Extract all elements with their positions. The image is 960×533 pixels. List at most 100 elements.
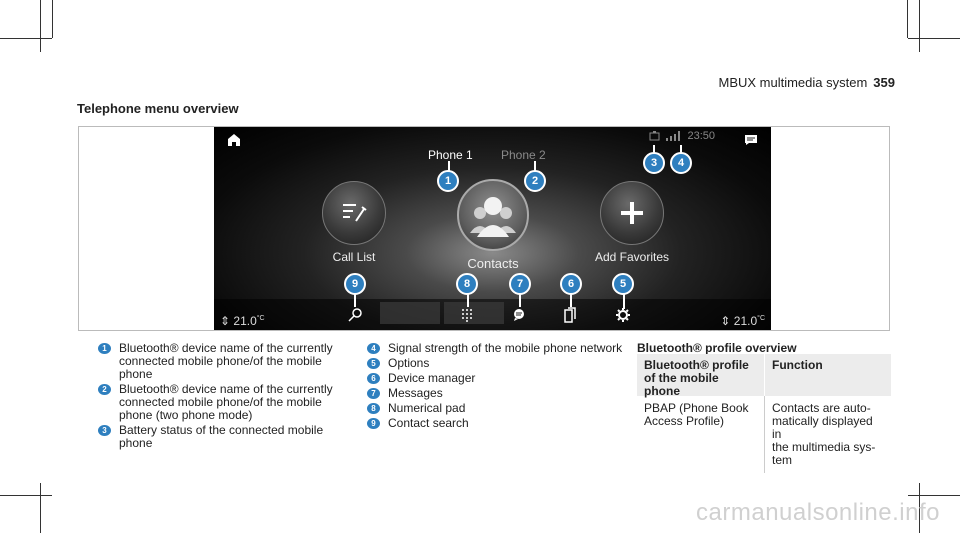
- legend-text: Signal strength of the mobile phone netw…: [388, 341, 623, 355]
- contact-search-button[interactable]: [345, 305, 365, 325]
- tab-phone-2[interactable]: Phone 2: [501, 148, 546, 162]
- status-time: 23:50: [687, 130, 715, 142]
- message-icon: [745, 135, 757, 145]
- device-manager-icon: [564, 307, 576, 323]
- legend-number: 7: [367, 388, 380, 399]
- callout-leader: [570, 293, 572, 307]
- legend-text: Bluetooth® device name of the currently …: [119, 382, 333, 422]
- legend-number: 9: [367, 418, 380, 429]
- tab-phone-1[interactable]: Phone 1: [428, 148, 473, 162]
- header-cell-function: Function: [764, 354, 891, 396]
- legend-item: 9 Contact search: [367, 417, 627, 430]
- watermark: carmanualsonline.info: [696, 499, 940, 526]
- callout-4: 4: [670, 152, 692, 174]
- table-row: PBAP (Phone Book Access Profile) Contact…: [637, 396, 891, 473]
- legend-item: 3 Battery status of the connected mobile …: [98, 424, 338, 450]
- callout-leader: [448, 161, 450, 177]
- plus-icon: [621, 202, 643, 224]
- options-button[interactable]: [613, 305, 633, 325]
- callout-leader: [467, 293, 469, 307]
- bottom-bar-segment: [380, 302, 440, 324]
- crop-mark: [40, 483, 41, 533]
- call-list-icon: [343, 204, 367, 222]
- temperature-left[interactable]: ⇕ 21.0°C: [220, 314, 265, 328]
- legend-number: 1: [98, 343, 111, 354]
- messages-button[interactable]: [509, 305, 529, 325]
- legend-text: Bluetooth® device name of the currently …: [119, 341, 333, 381]
- legend-item: 5 Options: [367, 357, 627, 370]
- legend-text: Device manager: [388, 371, 476, 385]
- callout-leader: [623, 293, 625, 309]
- page-number: 359: [873, 75, 895, 90]
- legend-number: 5: [367, 358, 380, 369]
- add-favorites-label: Add Favorites: [594, 250, 670, 264]
- crop-mark: [0, 38, 52, 39]
- gear-icon: [616, 308, 630, 322]
- legend-item: 8 Numerical pad: [367, 402, 627, 415]
- legend-number: 2: [98, 384, 111, 395]
- status-bar: 23:50: [649, 130, 715, 142]
- legend-text: Battery status of the connected mobile p…: [119, 423, 324, 450]
- callout-1: 1: [437, 170, 459, 192]
- bt-profile-title: Bluetooth® profile overview: [637, 341, 797, 355]
- home-icon: [228, 134, 240, 146]
- temp-left-value: 21.0: [233, 314, 257, 328]
- home-button[interactable]: [220, 130, 248, 150]
- device-manager-button[interactable]: [560, 305, 580, 325]
- cell-profile: PBAP (Phone Book Access Profile): [644, 401, 749, 428]
- legend-item: 7 Messages: [367, 387, 627, 400]
- legend-number: 6: [367, 373, 380, 384]
- callout-8: 8: [456, 273, 478, 295]
- legend-middle: 4 Signal strength of the mobile phone net…: [367, 342, 627, 432]
- header-cell-profile: Bluetooth® profile of the mobile phone: [644, 358, 749, 398]
- contacts-button[interactable]: [457, 179, 529, 251]
- cell-function: Contacts are auto- matically displayed i…: [764, 396, 891, 473]
- crop-mark: [908, 38, 960, 39]
- callout-7: 7: [509, 273, 531, 295]
- messages-shortcut-button[interactable]: [737, 130, 765, 150]
- add-favorites-button[interactable]: [600, 181, 664, 245]
- figure-frame: [78, 126, 890, 331]
- call-list-button[interactable]: [322, 181, 386, 245]
- keypad-icon: [462, 309, 472, 322]
- legend-text: Options: [388, 356, 430, 370]
- callout-leader: [534, 161, 536, 177]
- message-bubble-icon: [514, 309, 524, 321]
- telephone-screen: 23:50 Phone 1 Phone 2 Call List Contacts…: [214, 127, 771, 330]
- search-icon: [348, 308, 362, 322]
- section-title: Telephone menu overview: [77, 101, 239, 116]
- crop-mark: [40, 0, 41, 52]
- callout-2: 2: [524, 170, 546, 192]
- temp-right-value: 21.0: [733, 314, 758, 328]
- temp-unit: °C: [757, 315, 765, 322]
- bottom-bar-segment: [444, 302, 504, 324]
- temp-unit: °C: [256, 315, 265, 322]
- temperature-right[interactable]: ⇕ 21.0°C: [720, 314, 765, 328]
- callout-5: 5: [612, 273, 634, 295]
- battery-icon: [649, 131, 660, 141]
- legend-item: 4 Signal strength of the mobile phone net…: [367, 342, 627, 355]
- legend-number: 4: [367, 343, 380, 354]
- crop-mark: [907, 0, 908, 38]
- legend-text: Contact search: [388, 416, 469, 430]
- legend-number: 3: [98, 425, 111, 436]
- legend-item: 1 Bluetooth® device name of the currently…: [98, 342, 338, 381]
- legend-text: Numerical pad: [388, 401, 466, 415]
- legend-item: 2 Bluetooth® device name of the currently…: [98, 383, 338, 422]
- callout-leader: [354, 293, 356, 307]
- bt-profile-table: Bluetooth® profile of the mobile phone F…: [637, 354, 891, 473]
- legend-text: Messages: [388, 386, 443, 400]
- signal-strength-icon: [666, 131, 681, 141]
- table-header: Bluetooth® profile of the mobile phone F…: [637, 354, 891, 398]
- crop-mark: [919, 483, 920, 533]
- contacts-label: Contacts: [467, 256, 519, 271]
- callout-9: 9: [344, 273, 366, 295]
- callout-6: 6: [560, 273, 582, 295]
- legend-number: 8: [367, 403, 380, 414]
- crop-mark: [52, 0, 53, 38]
- numerical-pad-button[interactable]: [457, 305, 477, 325]
- crop-mark: [919, 0, 920, 52]
- legend-item: 6 Device manager: [367, 372, 627, 385]
